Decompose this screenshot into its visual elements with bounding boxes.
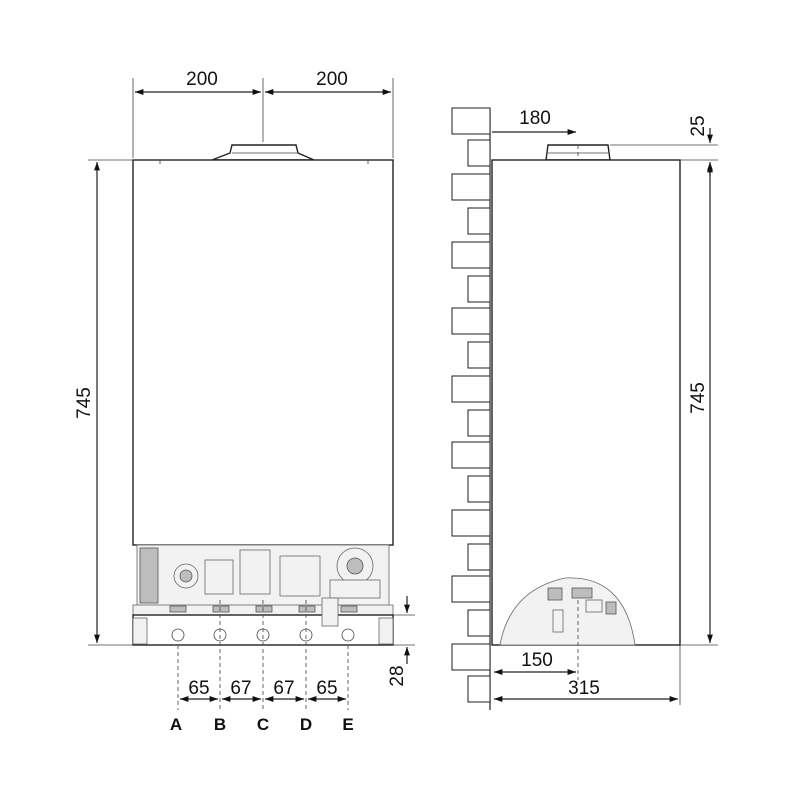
side-cutaway [499,577,636,646]
connection-a-port [171,628,185,642]
wall [451,107,491,710]
front-width-left-label: 200 [186,69,218,90]
front-width-right-label: 200 [316,69,348,90]
boiler-casing-side [491,159,681,646]
connection-d-label: D [300,715,312,734]
side-view: 180 25 745 150 315 [451,107,718,710]
side-depth-label: 315 [568,678,600,699]
top-offset-label: 25 [688,115,709,136]
side-height-label: 745 [688,382,709,414]
front-view: 200 200 [74,69,415,734]
bottom-offset-label: 28 [387,665,408,686]
spacing-ab-label: 65 [188,678,209,699]
connection-b-label: B [214,715,226,734]
flue-collar [211,144,315,161]
connection-e-port [341,628,355,642]
spacing-cd-label: 67 [273,678,294,699]
connection-c-label: C [257,715,269,734]
boiler-casing-front [132,159,394,546]
flue-offset-label: 180 [519,108,551,129]
spacing-de-label: 65 [316,678,337,699]
connection-depth-label: 150 [521,650,553,671]
boiler-internals [132,544,394,616]
connection-a-label: A [170,715,182,734]
connection-e-label: E [342,715,353,734]
spacing-bc-label: 67 [230,678,251,699]
front-height-label: 745 [74,387,95,419]
